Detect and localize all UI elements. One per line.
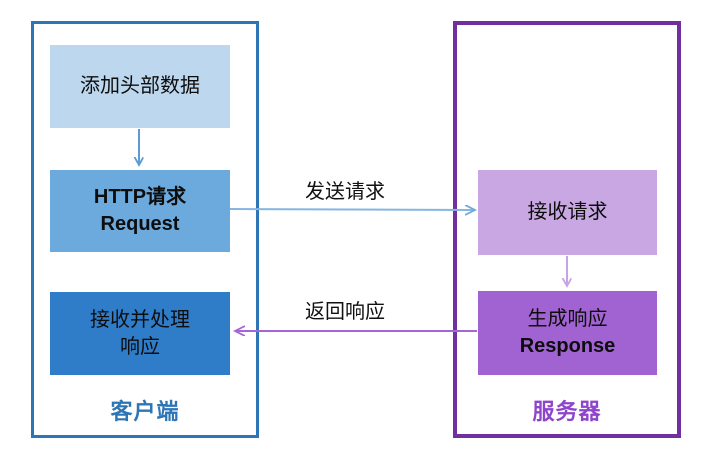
box-text-line: 接收并处理: [90, 308, 190, 331]
client-box-add-header: 添加头部数据: [50, 45, 230, 128]
send-request-arrow: [229, 209, 474, 210]
server-container: [453, 21, 681, 438]
server-box-generate-response: 生成响应 Response: [478, 291, 657, 375]
client-label: 客户端: [110, 399, 180, 424]
send-request-arrow-label: 发送请求: [305, 181, 385, 203]
box-text-line: 接收请求: [527, 201, 608, 223]
server-label: 服务器: [532, 399, 602, 424]
server-box-receive-request: 接收请求: [478, 170, 657, 255]
box-text-line: 生成响应: [527, 308, 608, 330]
box-text-line: Response: [519, 335, 616, 357]
box-text-line: Request: [100, 213, 180, 235]
return-response-arrow-label: 返回响应: [305, 301, 385, 323]
client-box-http-request: HTTP请求 Request: [50, 170, 230, 252]
client-box-receive-response: 接收并处理 响应: [50, 292, 230, 375]
box-text-line: 添加头部数据: [80, 75, 200, 97]
client-container: [31, 21, 259, 438]
box-text-line: 响应: [120, 335, 160, 358]
box-text-line: HTTP请求: [93, 186, 187, 208]
